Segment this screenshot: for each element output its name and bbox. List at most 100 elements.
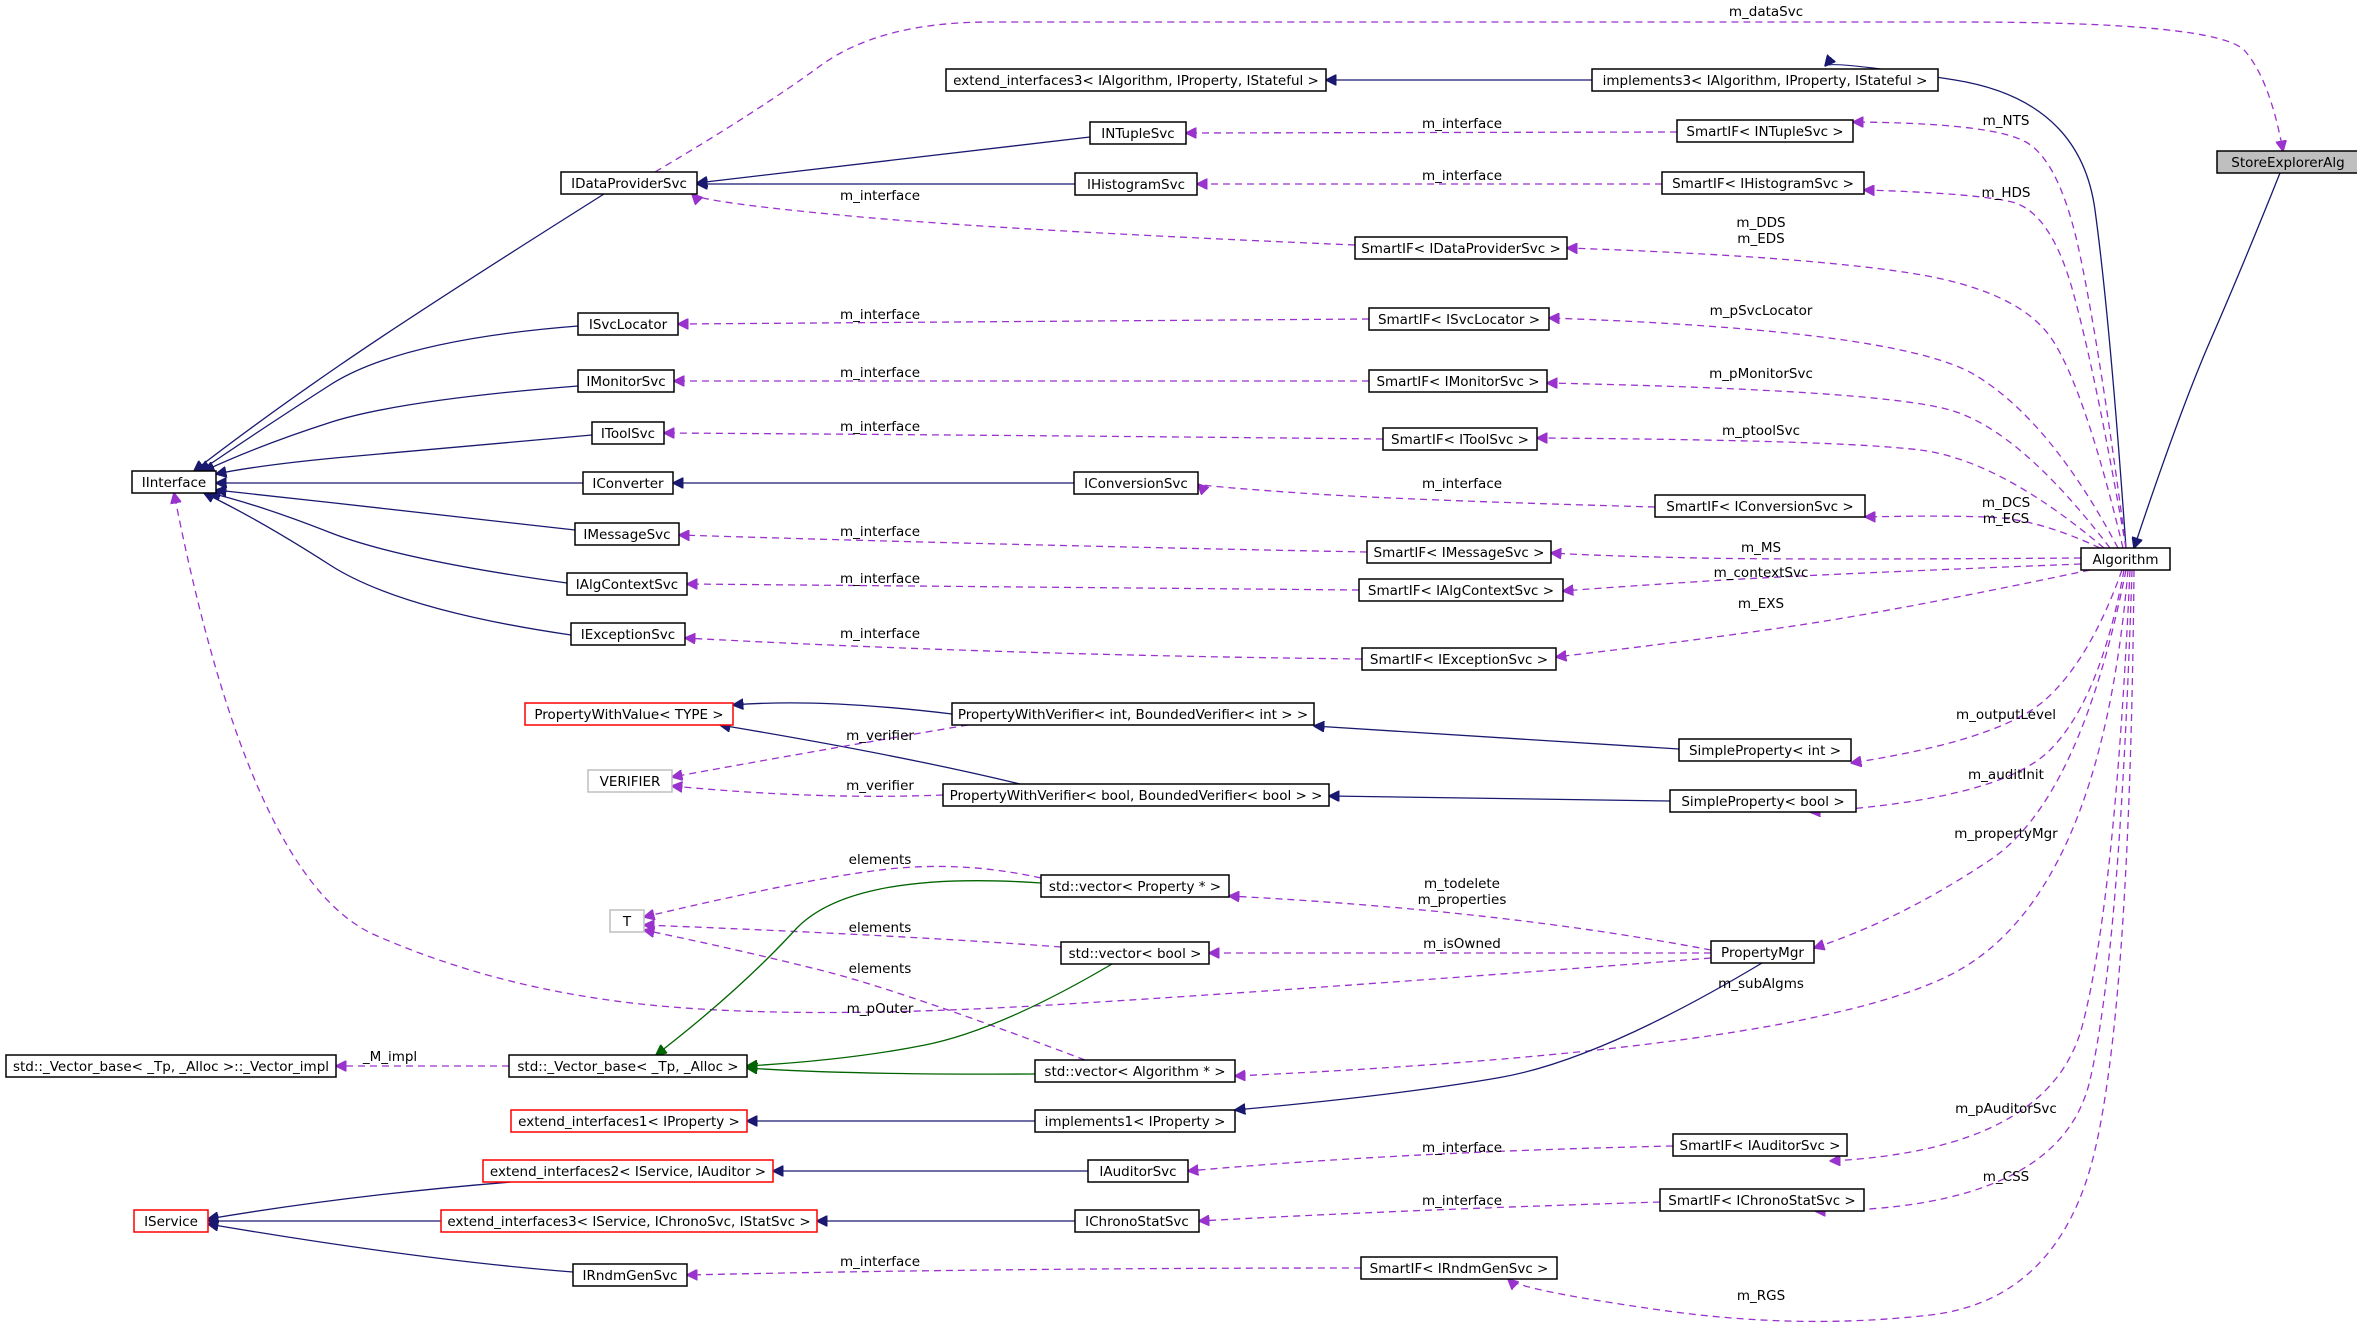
class-node-iauditorsvc[interactable]: IAuditorSvc xyxy=(1087,1159,1189,1183)
class-node-sp-bool[interactable]: SimpleProperty< bool > xyxy=(1669,789,1857,813)
class-node-si-svcloc[interactable]: SmartIF< ISvcLocator > xyxy=(1368,307,1550,331)
class-node-pwv[interactable]: PropertyWithValue< TYPE > xyxy=(524,702,734,726)
class-node-ext2svcaud[interactable]: extend_interfaces2< IService, IAuditor > xyxy=(482,1159,774,1183)
class-box[interactable] xyxy=(1382,427,1538,451)
class-box[interactable] xyxy=(1672,1133,1848,1157)
class-box[interactable] xyxy=(582,471,674,495)
class-node-ext3alg[interactable]: extend_interfaces3< IAlgorithm, IPropert… xyxy=(945,68,1327,92)
class-node-impl3[interactable]: implements3< IAlgorithm, IProperty, ISta… xyxy=(1591,68,1939,92)
class-box[interactable] xyxy=(570,622,686,646)
class-node-vecbool[interactable]: std::vector< bool > xyxy=(1060,941,1210,965)
class-node-pwv-bool[interactable]: PropertyWithVerifier< bool, BoundedVerif… xyxy=(942,783,1330,807)
class-node-irndmgensvc[interactable]: IRndmGenSvc xyxy=(572,1263,688,1287)
class-box[interactable] xyxy=(5,1054,337,1078)
class-node-iservice[interactable]: IService xyxy=(133,1209,209,1233)
class-node-si-mon[interactable]: SmartIF< IMonitorSvc > xyxy=(1368,369,1548,393)
class-node-isvclocator[interactable]: ISvcLocator xyxy=(577,312,679,336)
class-node-iconversionsvc[interactable]: IConversionSvc xyxy=(1073,471,1199,495)
class-node-intuplesvc[interactable]: INTupleSvc xyxy=(1089,121,1187,145)
class-box[interactable] xyxy=(1034,1109,1236,1133)
class-node-si-exc[interactable]: SmartIF< IExceptionSvc > xyxy=(1361,647,1557,671)
class-box[interactable] xyxy=(577,369,675,393)
class-box[interactable] xyxy=(1089,121,1187,145)
class-node-impl1prop[interactable]: implements1< IProperty > xyxy=(1034,1109,1236,1133)
class-box[interactable] xyxy=(1060,941,1210,965)
class-box[interactable] xyxy=(2216,150,2357,174)
class-box[interactable] xyxy=(1366,540,1552,564)
class-box[interactable] xyxy=(1368,369,1548,393)
class-node-ichronostatsvc[interactable]: IChronoStatSvc xyxy=(1074,1209,1200,1233)
class-box[interactable] xyxy=(2080,547,2171,571)
class-box[interactable] xyxy=(1073,471,1199,495)
class-node-vbimpl[interactable]: std::_Vector_base< _Tp, _Alloc >::_Vecto… xyxy=(5,1054,337,1078)
class-box[interactable] xyxy=(566,572,688,596)
class-box[interactable] xyxy=(1034,1059,1236,1083)
class-node-si-chrono[interactable]: SmartIF< IChronoStatSvc > xyxy=(1659,1188,1865,1212)
class-node-si-hist[interactable]: SmartIF< IHistogramSvc > xyxy=(1661,171,1865,195)
class-node-pwv-int[interactable]: PropertyWithVerifier< int, BoundedVerifi… xyxy=(951,702,1315,726)
class-box[interactable] xyxy=(1676,119,1854,143)
class-box[interactable] xyxy=(1710,940,1815,964)
class-box[interactable] xyxy=(1354,236,1568,260)
class-node-iinterface[interactable]: IInterface xyxy=(131,470,217,494)
class-box[interactable] xyxy=(1659,1188,1865,1212)
class-node-si-rndm[interactable]: SmartIF< IRndmGenSvc > xyxy=(1360,1256,1558,1280)
class-node-propertymgr[interactable]: PropertyMgr xyxy=(1710,940,1815,964)
class-box[interactable] xyxy=(510,1109,748,1133)
class-node-vecalg[interactable]: std::vector< Algorithm * > xyxy=(1034,1059,1236,1083)
class-node-ext1prop[interactable]: extend_interfaces1< IProperty > xyxy=(510,1109,748,1133)
class-node-si-ntuple[interactable]: SmartIF< INTupleSvc > xyxy=(1676,119,1854,143)
class-box[interactable] xyxy=(1358,578,1564,602)
class-node-si-algctx[interactable]: SmartIF< IAlgContextSvc > xyxy=(1358,578,1564,602)
class-box[interactable] xyxy=(945,68,1327,92)
class-box[interactable] xyxy=(440,1209,818,1233)
class-box[interactable] xyxy=(1360,1256,1558,1280)
class-node-vb[interactable]: std::_Vector_base< _Tp, _Alloc > xyxy=(508,1054,748,1078)
class-node-si-aud[interactable]: SmartIF< IAuditorSvc > xyxy=(1672,1133,1848,1157)
class-node-t[interactable]: T xyxy=(609,909,645,933)
class-box[interactable] xyxy=(482,1159,774,1183)
class-box[interactable] xyxy=(577,312,679,336)
class-node-si-dp[interactable]: SmartIF< IDataProviderSvc > xyxy=(1354,236,1568,260)
class-node-storeexploreralg[interactable]: StoreExplorerAlg xyxy=(2216,150,2357,174)
class-node-iexceptionsvc[interactable]: IExceptionSvc xyxy=(570,622,686,646)
class-box[interactable] xyxy=(1654,494,1866,518)
class-node-ialgcontextsvc[interactable]: IAlgContextSvc xyxy=(566,572,688,596)
class-node-imonitorsvc[interactable]: IMonitorSvc xyxy=(577,369,675,393)
class-box[interactable] xyxy=(591,421,665,445)
class-node-imessagesvc[interactable]: IMessageSvc xyxy=(574,522,680,546)
class-node-verifier[interactable]: VERIFIER xyxy=(587,769,673,793)
class-node-ext3svc[interactable]: extend_interfaces3< IService, IChronoSvc… xyxy=(440,1209,818,1233)
class-box[interactable] xyxy=(508,1054,748,1078)
class-box[interactable] xyxy=(133,1209,209,1233)
class-box[interactable] xyxy=(1669,789,1857,813)
class-node-sp-int[interactable]: SimpleProperty< int > xyxy=(1678,738,1852,762)
class-node-idataprovidersvc[interactable]: IDataProviderSvc xyxy=(560,171,698,195)
class-box[interactable] xyxy=(1087,1159,1189,1183)
class-node-iconverter[interactable]: IConverter xyxy=(582,471,674,495)
class-box[interactable] xyxy=(131,470,217,494)
class-node-si-conv[interactable]: SmartIF< IConversionSvc > xyxy=(1654,494,1866,518)
class-box[interactable] xyxy=(1040,874,1230,898)
class-node-ihistogramsvc[interactable]: IHistogramSvc xyxy=(1074,172,1198,196)
class-box[interactable] xyxy=(1368,307,1550,331)
class-box[interactable] xyxy=(942,783,1330,807)
class-box[interactable] xyxy=(572,1263,688,1287)
class-box[interactable] xyxy=(560,171,698,195)
class-node-vecprop[interactable]: std::vector< Property * > xyxy=(1040,874,1230,898)
class-node-si-msg[interactable]: SmartIF< IMessageSvc > xyxy=(1366,540,1552,564)
class-node-si-tool[interactable]: SmartIF< IToolSvc > xyxy=(1382,427,1538,451)
class-box[interactable] xyxy=(1074,1209,1200,1233)
class-box[interactable] xyxy=(587,769,673,793)
class-box[interactable] xyxy=(1074,172,1198,196)
class-box[interactable] xyxy=(1591,68,1939,92)
class-box[interactable] xyxy=(1661,171,1865,195)
class-box[interactable] xyxy=(574,522,680,546)
class-box[interactable] xyxy=(1678,738,1852,762)
class-box[interactable] xyxy=(951,702,1315,726)
class-box[interactable] xyxy=(609,909,645,933)
class-box[interactable] xyxy=(524,702,734,726)
class-box[interactable] xyxy=(1361,647,1557,671)
class-node-algorithm[interactable]: Algorithm xyxy=(2080,547,2171,571)
class-node-itoolsvc[interactable]: IToolSvc xyxy=(591,421,665,445)
